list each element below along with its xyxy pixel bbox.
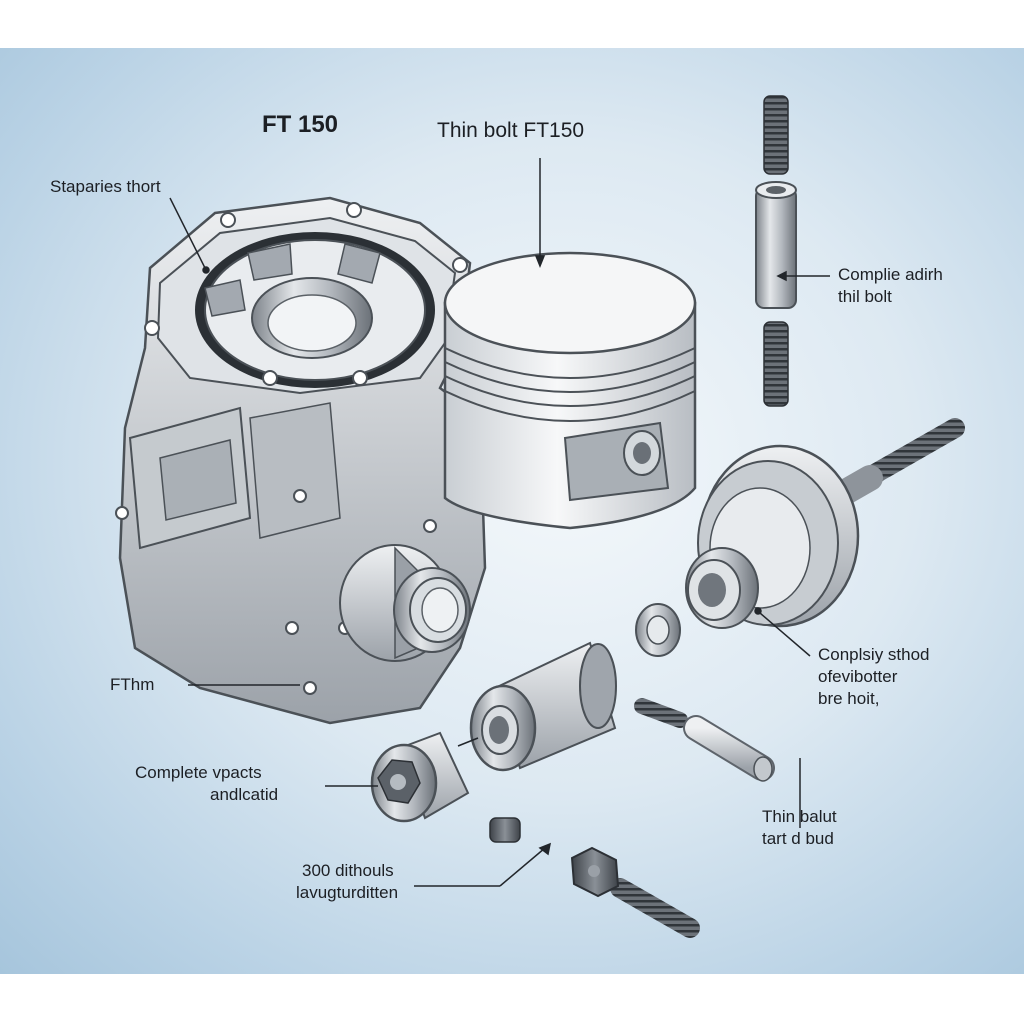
- label-mid-left: FThm: [110, 675, 155, 694]
- label-mid-right-2: ofevibotter: [818, 667, 898, 686]
- label-bottom-2: lavugturditten: [296, 883, 399, 902]
- label-low-left-1: Complete vpacts: [135, 763, 262, 782]
- small-dowel: [489, 817, 521, 843]
- label-bottom-1: 300 dithouls: [302, 861, 394, 880]
- short-stud: [634, 698, 688, 728]
- cap-nut: [370, 731, 470, 823]
- crank-flange: [685, 418, 965, 629]
- label-low-right-2: tart d bud: [762, 829, 834, 848]
- label-low-left-2: andlcatid: [210, 785, 279, 804]
- washer: [635, 603, 681, 657]
- pin: [683, 715, 775, 782]
- label-thin-bolt-ft150: Thin bolt FT150: [437, 119, 585, 142]
- leader-lines: [169, 158, 830, 887]
- label-top-right-2: thil bolt: [838, 287, 892, 306]
- label-mid-right-1: Conplsiy sthod: [818, 645, 930, 664]
- diagram-title: FT 150: [262, 111, 339, 138]
- cylinder-block: [115, 196, 487, 725]
- diagram-canvas: FT 150 Thin bolt FT150 Staparies thort C…: [0, 48, 1024, 974]
- label-top-left: Staparies thort: [50, 177, 161, 196]
- label-top-right-1: Complie adirh: [838, 265, 943, 284]
- hex-bolt: [570, 846, 700, 938]
- bushing: [469, 641, 617, 772]
- exploded-parts-illustration: [115, 95, 965, 938]
- dowel-sleeve: [755, 181, 797, 309]
- top-stud: [763, 95, 789, 175]
- lower-stud: [763, 321, 789, 407]
- label-low-right-1: Thin balut: [762, 807, 837, 826]
- label-mid-right-3: bre hoit,: [818, 689, 880, 708]
- piston: [443, 251, 697, 530]
